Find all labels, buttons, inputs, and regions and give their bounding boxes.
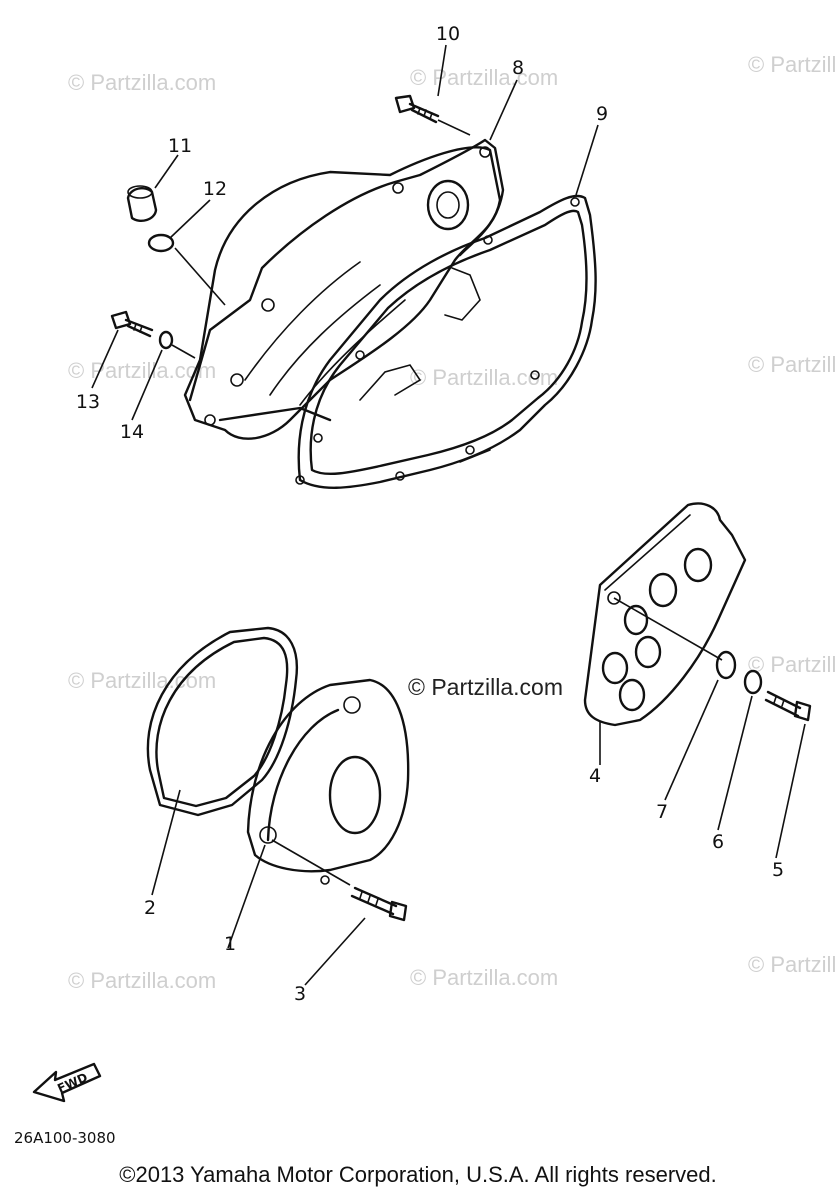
watermark: © Partzilla.com (68, 668, 216, 693)
callout-10: 10 (436, 23, 460, 45)
callout-9: 9 (596, 103, 608, 125)
watermark-layer: © Partzilla.com © Partzilla.com © Partzi… (68, 52, 836, 993)
washer-part-7 (715, 650, 737, 680)
watermark: © Partzilla.com (410, 65, 558, 90)
watermark: © Partzilla.com (748, 652, 836, 677)
callout-14: 14 (120, 421, 144, 443)
cover-part-1 (246, 678, 410, 885)
gasket-part-2-inner (155, 636, 289, 808)
callout-7: 7 (656, 801, 668, 823)
callout-labels: 1 2 3 4 5 6 7 8 9 10 11 12 13 14 (76, 23, 784, 1005)
bolt-part-10 (394, 94, 440, 124)
plug-part-11 (126, 185, 158, 222)
watermark: © Partzilla.com (68, 70, 216, 95)
callout-12: 12 (203, 178, 227, 200)
bolt-part-3 (350, 886, 408, 922)
bolt-part-5 (764, 690, 812, 722)
gasket-part-2 (146, 626, 299, 817)
callout-1: 1 (224, 933, 236, 955)
fwd-arrow-icon: FWD (32, 1062, 102, 1103)
watermark-center: © Partzilla.com (408, 674, 563, 700)
leader-lines-upper (91, 44, 599, 421)
callout-6: 6 (712, 831, 724, 853)
bolt-part-13 (110, 310, 154, 338)
gasket-part-9 (295, 194, 597, 489)
washer-part-14 (158, 330, 174, 350)
callout-5: 5 (772, 859, 784, 881)
watermark: © Partzilla.com (748, 952, 836, 977)
callout-3: 3 (294, 983, 306, 1005)
watermark: © Partzilla.com (410, 365, 558, 390)
watermark: © Partzilla.com (748, 352, 836, 377)
callout-4: 4 (589, 765, 601, 787)
o-ring-part-12 (147, 233, 175, 253)
crankcase-cover-part-8 (183, 138, 505, 440)
guard-plate-part-4 (583, 502, 747, 727)
copyright-notice: ©2013 Yamaha Motor Corporation, U.S.A. A… (119, 1162, 717, 1187)
leader-lines-lower (151, 597, 806, 986)
watermark: © Partzilla.com (68, 358, 216, 383)
diagram-code: 26A100-3080 (14, 1129, 116, 1147)
watermark: © Partzilla.com (68, 968, 216, 993)
callout-11: 11 (168, 135, 192, 157)
watermark: © Partzilla.com (748, 52, 836, 77)
watermark: © Partzilla.com (410, 965, 558, 990)
callout-13: 13 (76, 391, 100, 413)
callout-2: 2 (144, 897, 156, 919)
callout-8: 8 (512, 57, 524, 79)
washer-part-6 (743, 669, 763, 695)
